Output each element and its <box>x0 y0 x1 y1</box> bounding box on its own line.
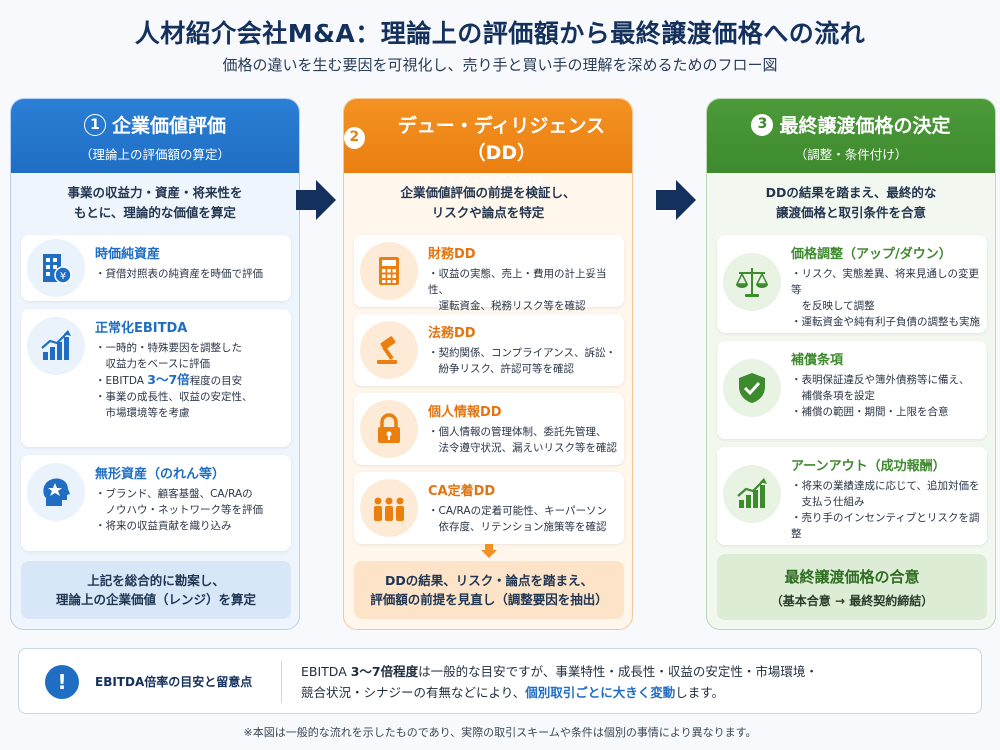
card-intangible-assets: 無形資産（のれん等） ・ブランド、顧客基盤、CA/RAの ノウハウ・ネットワーク… <box>21 455 291 551</box>
card-item: 補償条項を設定 <box>791 390 875 402</box>
card-item: ・事業の成長性、収益の安定性、 <box>95 391 253 403</box>
card-item: ・表明保証違反や簿外債務等に備え、 <box>791 374 970 386</box>
card-item: ・個人情報の管理体制、委託先管理、 <box>428 426 607 438</box>
column-summary: DDの結果、リスク・論点を踏まえ、評価額の前提を見直し（調整要因を抽出） <box>354 561 624 619</box>
note-label: EBITDA倍率の目安と留意点 <box>95 675 253 689</box>
column-summary: 最終譲渡価格の合意（基本合意 → 最終契約締結） <box>717 554 987 620</box>
card-item: ・将来の業績達成に応じて、追加対価を <box>791 480 980 492</box>
flow-arrow-icon <box>296 180 336 220</box>
note-text: EBITDA 3〜7倍程度は一般的な目安ですが、事業特性・成長性・収益の安定性・… <box>301 664 818 700</box>
card-item: ・一時的・特殊要因を調整した <box>95 342 242 354</box>
card-item: 収益力をベースに評価 <box>95 358 210 370</box>
column-due-diligence: 2 デュー・ディリジェンス（DD） （リスク・実態の検証） 企業価値評価の前提を検… <box>343 98 633 630</box>
gavel-icon <box>360 321 418 379</box>
head-star-icon <box>27 463 85 521</box>
column-title: デュー・ディリジェンス（DD） <box>397 115 606 164</box>
column-summary: 上記を総合的に勘案し、理論上の企業価値（レンジ）を算定 <box>21 561 291 619</box>
card-item: ・補償の範囲・期間・上限を合意 <box>791 406 949 418</box>
card-item: 市場環境等を考慮 <box>95 407 190 419</box>
card-title: CA定着DD <box>428 484 496 499</box>
card-item: 紛争リスク、許認可等を確認 <box>428 363 575 375</box>
card-title: 個人情報DD <box>428 405 502 420</box>
column-title: 企業価値評価 <box>111 115 226 137</box>
card-item: ・売り手のインセンティブとリスクを調整 <box>791 512 980 540</box>
card-title: 無形資産（のれん等） <box>95 467 226 482</box>
exclamation-icon: ! <box>45 665 79 699</box>
ebitda-note-box: ! EBITDA倍率の目安と留意点 EBITDA 3〜7倍程度は一般的な目安です… <box>18 648 982 714</box>
card-title: 法務DD <box>428 326 476 341</box>
note-highlight: 個別取引ごとに大きく変動 <box>525 685 676 700</box>
card-normalized-ebitda: 正常化EBITDA ・一時的・特殊要因を調整した 収益力をベースに評価 ・EBI… <box>21 309 291 447</box>
column-subtitle: （調整・条件付け） <box>794 147 908 162</box>
column-description: DDの結果を踏まえ、最終的な譲渡価格と取引条件を合意 <box>765 185 937 220</box>
card-title: 価格調整（アップ/ダウン） <box>791 247 952 262</box>
card-item: ・収益の実態、売上・費用の計上妥当性、 <box>428 268 607 296</box>
calculator-icon <box>360 242 418 300</box>
card-item: ・契約関係、コンプライアンス、訴訟・ <box>428 347 617 359</box>
card-item: ノウハウ・ネットワーク等を評価 <box>95 504 263 516</box>
card-financial-dd: 財務DD ・収益の実態、売上・費用の計上妥当性、 運転資金、税務リスク等を確認 <box>354 235 624 312</box>
flow-arrow-icon <box>656 180 696 220</box>
down-arrow-icon <box>481 544 497 558</box>
column-description: 事業の収益力・資産・将来性をもとに、理論的な価値を算定 <box>67 185 243 220</box>
card-title: 時価純資産 <box>95 247 161 262</box>
svg-text:¥: ¥ <box>60 271 66 282</box>
card-item: ・リスク、実態差異、将来見通しの変更等 <box>791 268 980 296</box>
card-privacy-dd: 個人情報DD ・個人情報の管理体制、委託先管理、 法令遵守状況、漏えいリスク等を… <box>354 393 624 465</box>
card-item: ・運転資金や純有利子負債の調整も実施 <box>791 316 980 328</box>
lock-icon <box>360 400 418 458</box>
building-yen-icon: ¥ <box>27 239 85 297</box>
shield-check-icon <box>723 359 781 417</box>
step-number: 2 <box>344 127 365 149</box>
people-icon <box>360 479 418 537</box>
card-item: ・EBITDA 3〜7倍程度の目安 <box>95 372 243 387</box>
card-title: 財務DD <box>428 247 476 262</box>
growth-chart-icon <box>723 465 781 523</box>
card-title: 補償条項 <box>791 353 844 368</box>
column-subtitle: （リスク・実態の検証） <box>419 174 557 189</box>
card-item: ・将来の収益貢献を織り込み <box>95 520 232 532</box>
card-indemnification: 補償条項 ・表明保証違反や簿外債務等に備え、 補償条項を設定 ・補償の範囲・期間… <box>717 341 987 439</box>
card-net-assets: ¥ 時価純資産 ・貸借対照表の純資産を時価で評価 <box>21 235 291 301</box>
card-item: 支払う仕組み <box>791 496 865 508</box>
page-subtitle: 価格の違いを生む要因を可視化し、売り手と買い手の理解を深めるためのフロー図 <box>222 56 778 74</box>
card-item: を反映して調整 <box>791 300 875 312</box>
step-number: 1 <box>83 113 106 136</box>
footnote: ※本図は一般的な流れを示したものであり、実際の取引スキームや条件は個別の事情によ… <box>243 726 757 739</box>
card-ca-retention-dd: CA定着DD ・CA/RAの定着可能性、キーパーソン 依存度、リテンション施策等… <box>354 472 624 544</box>
column-title: 最終譲渡価格の決定 <box>779 115 951 137</box>
column-header: 2 デュー・ディリジェンス（DD） （リスク・実態の検証） <box>344 99 632 189</box>
card-item: 依存度、リテンション施策等を確認 <box>428 521 607 533</box>
card-legal-dd: 法務DD ・契約関係、コンプライアンス、訴訟・ 紛争リスク、許認可等を確認 <box>354 314 624 386</box>
scale-icon <box>723 253 781 311</box>
card-item: ・貸借対照表の純資産を時価で評価 <box>95 268 263 280</box>
step-number: 3 <box>751 113 774 136</box>
card-earnout: アーンアウト（成功報酬） ・将来の業績達成に応じて、追加対価を 支払う仕組み ・… <box>717 447 987 545</box>
card-item: ・CA/RAの定着可能性、キーパーソン <box>428 505 607 517</box>
card-title: 正常化EBITDA <box>95 321 188 336</box>
ebitda-multiple-highlight: 3〜7倍 <box>147 372 190 387</box>
card-item: 法令遵守状況、漏えいリスク等を確認 <box>428 442 617 454</box>
divider <box>281 661 282 703</box>
card-title: アーンアウト（成功報酬） <box>791 459 946 474</box>
card-item: ・ブランド、顧客基盤、CA/RAの <box>95 488 253 500</box>
page-title: 人材紹介会社M&A：理論上の評価額から最終譲渡価格への流れ <box>134 19 866 48</box>
column-description: 企業価値評価の前提を検証し、リスクや論点を特定 <box>400 185 576 220</box>
card-item: 運転資金、税務リスク等を確認 <box>428 300 586 312</box>
card-price-adjustment: 価格調整（アップ/ダウン） ・リスク、実態差異、将来見通しの変更等 を反映して調… <box>717 235 987 333</box>
column-subtitle: （理論上の評価額の算定） <box>79 147 230 162</box>
growth-chart-icon <box>27 317 85 375</box>
